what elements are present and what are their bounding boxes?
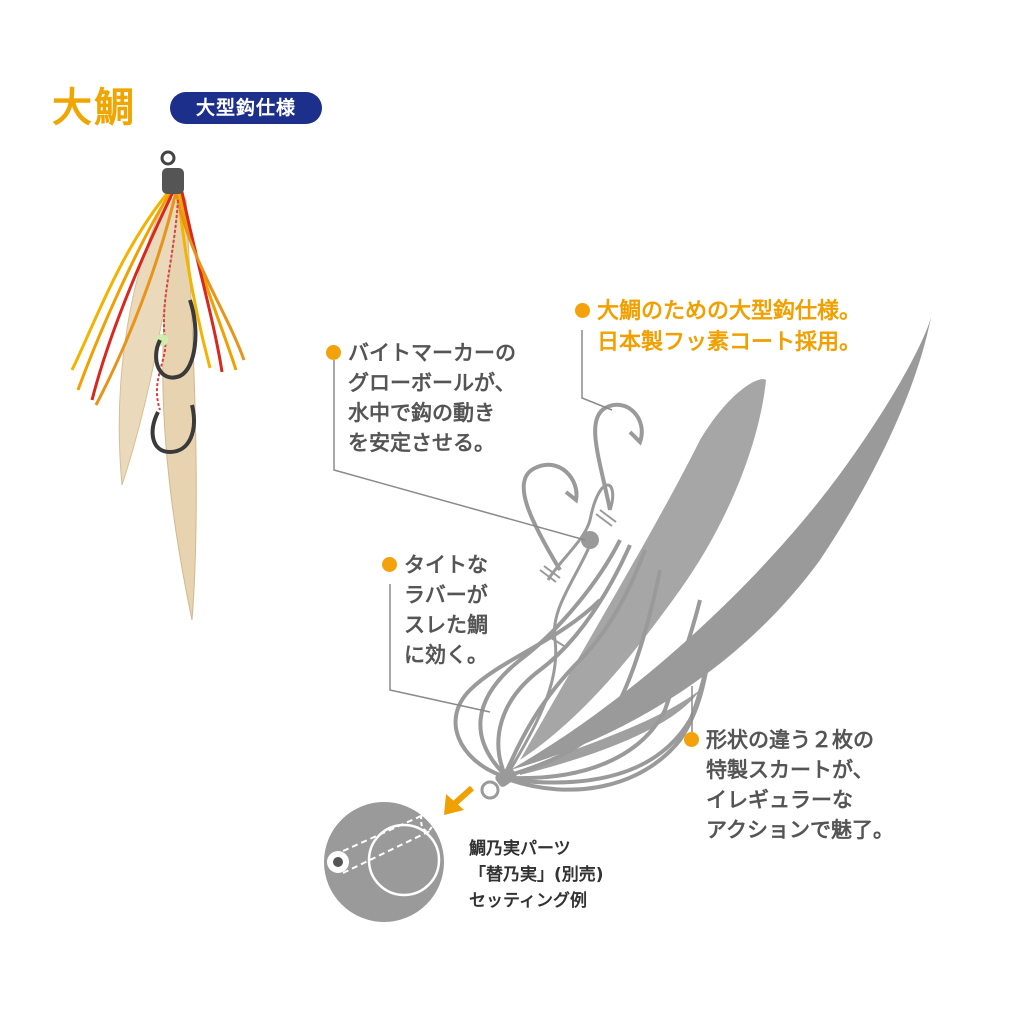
bullet-dot xyxy=(326,345,341,360)
callout-bite-marker-line-4: を安定させる。 xyxy=(348,431,495,455)
sinker-head-hole-inner xyxy=(333,857,343,867)
callout-rubber-line-1: タイトな xyxy=(404,553,488,577)
rubber-strands xyxy=(453,539,724,792)
callout-hook-line-2: 日本製フッ素コート採用。 xyxy=(597,330,862,355)
bullet-dot xyxy=(382,557,397,572)
leader-bite-marker xyxy=(333,360,586,541)
callout-rubber: タイトな ラバーが スレた鯛 に効く。 xyxy=(382,550,488,670)
sinker-head-ring xyxy=(367,823,441,897)
product-hook-upper xyxy=(154,299,198,380)
product-swivel-ring xyxy=(160,150,176,166)
diagram-silhouette xyxy=(453,312,932,800)
sinker-head-icon xyxy=(324,802,444,922)
product-skirt-short xyxy=(118,194,179,486)
parts-note: 鯛乃実パーツ 「替乃実」(別売) セッティング例 xyxy=(469,836,604,914)
product-swivel-body xyxy=(162,168,184,194)
callout-skirt-line-3: イレギュラーな xyxy=(706,788,853,812)
spec-badge: 大型鈎仕様 xyxy=(170,92,322,124)
parts-note-line-2: 「替乃実」(別売) xyxy=(469,865,604,885)
callout-skirt-line-2: 特製スカートが、 xyxy=(706,758,874,782)
swivel-body xyxy=(495,767,517,787)
glow-ball xyxy=(581,531,599,549)
callout-rubber-line-3: スレた鯛 xyxy=(404,613,488,637)
parts-note-line-1: 鯛乃実パーツ xyxy=(469,839,571,859)
bullet-dot xyxy=(684,732,699,747)
bullet-dot xyxy=(575,303,590,318)
product-photo xyxy=(70,150,246,621)
leader-hook xyxy=(581,330,613,411)
page-title: 大鯛 xyxy=(52,85,136,131)
callout-skirt: 形状の違う２枚の 特製スカートが、 イレギュラーな アクションで魅了。 xyxy=(684,725,894,845)
product-rubber-strands xyxy=(70,189,246,406)
sinker-head-disc xyxy=(324,802,444,922)
callout-hook-line-1: 大鯛のための大型鈎仕様。 xyxy=(597,299,862,324)
callout-bite-marker-line-2: グローボールが、 xyxy=(348,371,516,395)
hook-icon xyxy=(521,462,579,572)
callout-hook: 大鯛のための大型鈎仕様。 日本製フッ素コート採用。 xyxy=(575,296,862,358)
swivel-icon xyxy=(480,780,500,800)
arrow-icon xyxy=(444,785,475,815)
callout-bite-marker-line-3: 水中で鈎の動き xyxy=(348,401,495,425)
callout-rubber-line-2: ラバーが xyxy=(404,583,488,607)
leader-rubber xyxy=(389,584,491,713)
callout-bite-marker-line-1: バイトマーカーの xyxy=(348,341,516,365)
callout-skirt-line-4: アクションで魅了。 xyxy=(706,818,894,842)
callout-rubber-line-4: に効く。 xyxy=(404,643,488,667)
hook-icon-2 xyxy=(593,402,644,511)
product-hook-lower xyxy=(150,404,196,455)
leader-lines xyxy=(333,330,693,736)
parts-note-line-3: セッティング例 xyxy=(469,891,587,911)
callout-bite-marker: バイトマーカーの グローボールが、 水中で鈎の動き を安定させる。 xyxy=(326,338,516,458)
skirt-medium xyxy=(520,379,766,760)
callout-skirt-line-1: 形状の違う２枚の xyxy=(706,728,874,752)
